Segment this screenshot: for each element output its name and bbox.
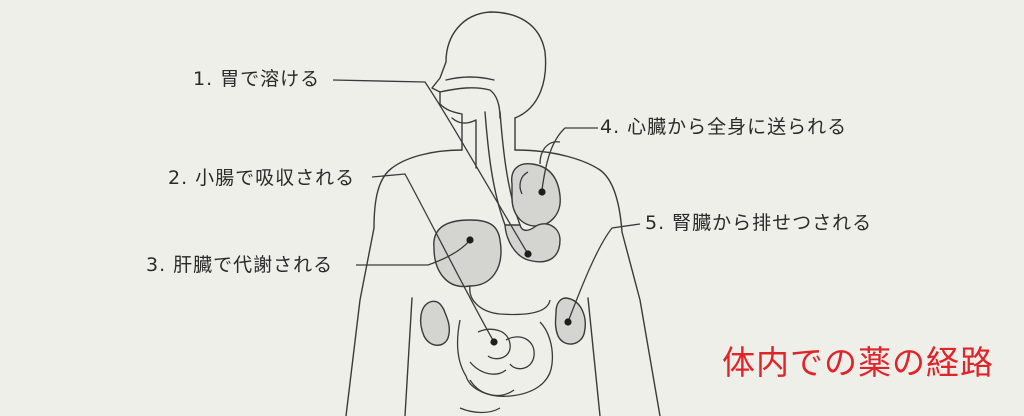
marker-dot-liver — [466, 236, 474, 244]
arm-right-inner — [587, 297, 601, 416]
esophagus-left — [484, 111, 506, 226]
intestine-loop-1 — [477, 328, 511, 360]
lung-outline — [519, 171, 529, 195]
trachea — [451, 117, 477, 169]
intestine-loop-4 — [469, 379, 515, 397]
marker-dot-intestine — [490, 338, 498, 346]
caption: 体内での薬の経路 — [722, 343, 994, 382]
head-outline — [431, 11, 547, 151]
marker-dot-stomach — [524, 250, 532, 258]
liver-shape — [433, 219, 502, 288]
label-step-3: 3. 肝臓で代謝される — [146, 254, 334, 276]
intestine-loop-5 — [459, 407, 501, 414]
nasal-passage — [445, 76, 495, 81]
intestine-loop-3 — [469, 361, 507, 375]
oral-passage — [439, 87, 501, 119]
stomach-shape — [504, 223, 561, 263]
label-step-5: 5. 腎臓から排せつされる — [645, 212, 873, 234]
leader-line-3 — [356, 239, 471, 266]
label-step-4: 4. 心臓から全身に送られる — [600, 116, 848, 138]
label-step-2: 2. 小腸で吸収される — [168, 167, 356, 189]
arm-left-inner — [404, 297, 413, 416]
torso-left-outline — [345, 149, 463, 416]
large-intestine-outline — [456, 319, 554, 397]
kidney-left-shape — [419, 300, 451, 346]
label-step-1: 1. 胃で溶ける — [193, 68, 321, 90]
marker-dot-heart — [538, 188, 546, 196]
leader-line-1 — [332, 79, 529, 255]
marker-dot-kidney — [564, 318, 572, 326]
leader-line-5 — [567, 223, 641, 323]
leader-line-2 — [371, 173, 495, 343]
heart-shape — [511, 163, 561, 227]
small-intestine-outline — [469, 285, 551, 316]
intestine-loop-2 — [505, 336, 535, 370]
leader-line-4 — [541, 127, 598, 191]
aorta-outline — [539, 141, 561, 165]
